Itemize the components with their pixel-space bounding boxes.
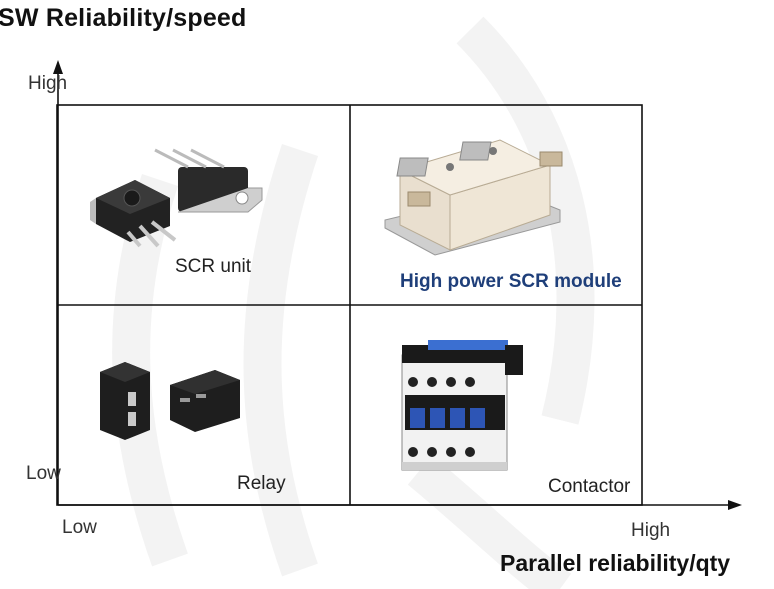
x-axis-title: Parallel reliability/qty: [500, 550, 731, 576]
quadrant-bottom-left-label: Relay: [237, 473, 286, 494]
quadrant-grid: [56, 104, 643, 506]
y-axis-high-label: High: [28, 73, 68, 94]
x-axis-high-label: High: [631, 520, 671, 541]
y-axis-low-label: Low: [26, 463, 61, 484]
contactor-image: [401, 340, 523, 471]
scr-unit-image: [90, 148, 263, 248]
quadrant-bottom-right-label: Contactor: [548, 476, 631, 497]
scr-module-image: [384, 139, 563, 256]
quadrant-top-left-label: SCR unit: [175, 256, 252, 277]
y-axis-title: SW Reliability/speed: [0, 4, 247, 32]
quadrant-top-right-label: High power SCR module: [400, 271, 622, 292]
x-axis-low-label: Low: [62, 517, 97, 538]
y-axis: [53, 60, 63, 505]
relay-image: [100, 362, 240, 440]
